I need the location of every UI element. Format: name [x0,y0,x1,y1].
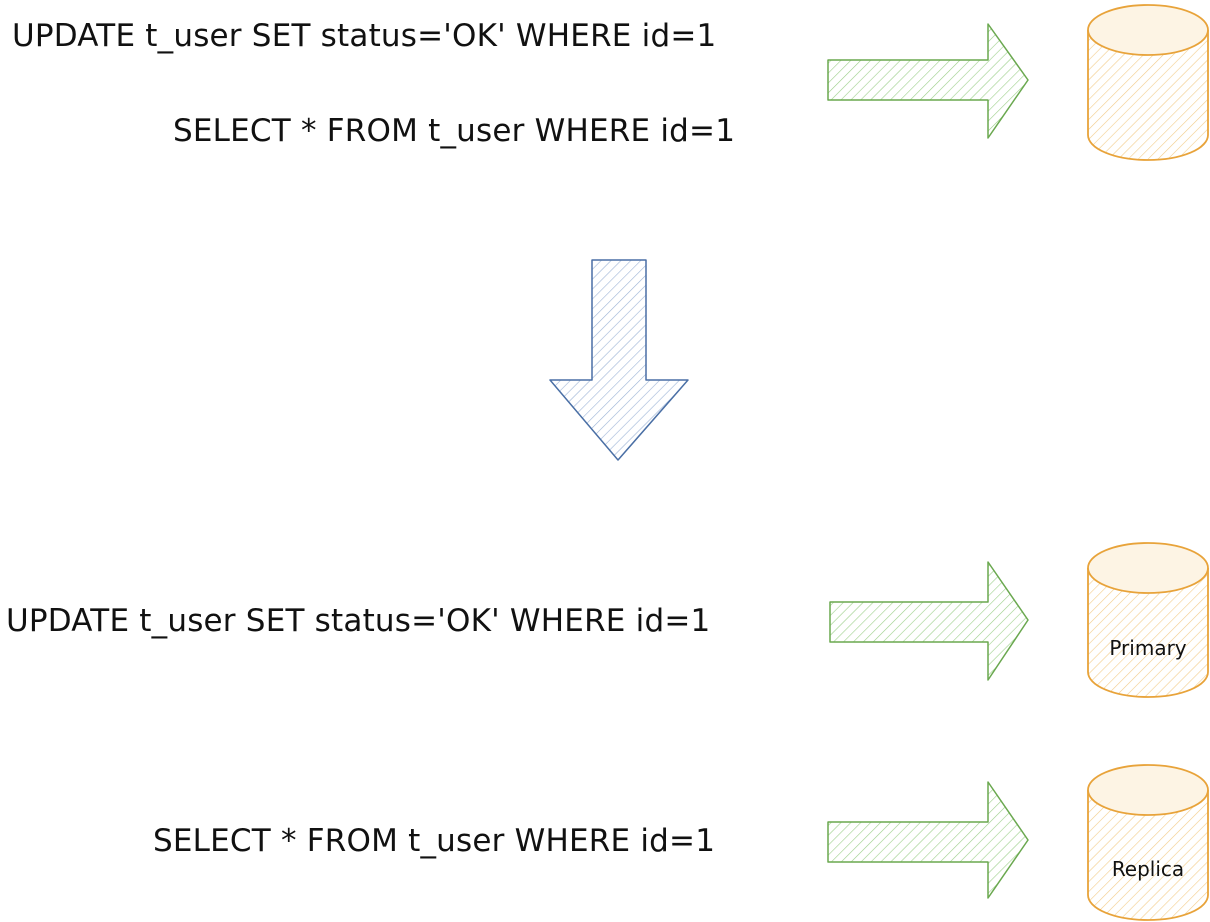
before-update-query: UPDATE t_user SET status='OK' WHERE id=1 [12,18,717,54]
primary-label: Primary [1109,636,1186,660]
primary-database-icon [1087,542,1209,698]
database-icon [1087,4,1209,161]
after-update-query: UPDATE t_user SET status='OK' WHERE id=1 [6,603,711,639]
replica-database-icon [1087,764,1209,921]
after-select-query: SELECT * FROM t_user WHERE id=1 [153,823,716,859]
replica-label: Replica [1112,857,1184,881]
right-arrow-icon [829,561,1029,681]
down-arrow-icon [549,259,689,461]
right-arrow-icon [827,23,1029,139]
before-select-query: SELECT * FROM t_user WHERE id=1 [173,113,736,149]
right-arrow-icon [827,781,1029,899]
